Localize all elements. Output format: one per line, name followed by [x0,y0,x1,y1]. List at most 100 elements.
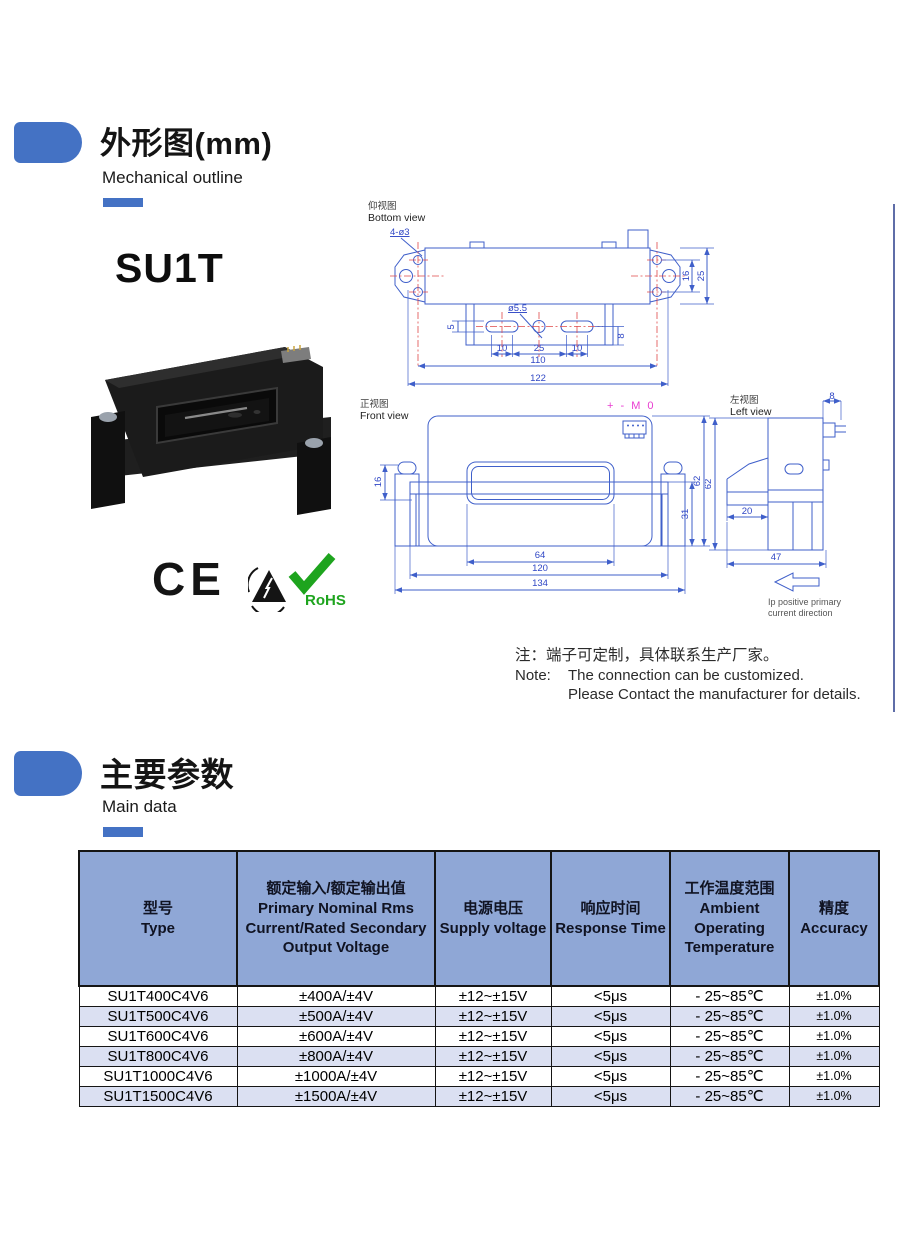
table-cell: - 25~85℃ [669,1066,790,1087]
svg-text:120: 120 [532,563,548,574]
front-view-drawing: 正视图 Front view + - M 0 1 [360,398,710,594]
table-cell: - 25~85℃ [669,1086,790,1107]
table-row: SU1T1000C4V6±1000A/±4V±12~±15V<5μs- 25~8… [78,1066,880,1087]
svg-text:25: 25 [696,271,707,282]
ce-mark: CE [152,553,226,605]
svg-text:10: 10 [572,343,583,354]
table-row: SU1T1500C4V6±1500A/±4V±12~±15V<5μs- 25~8… [78,1086,880,1107]
left-view-dimensions: 8 62 20 47 [705,392,842,568]
table-cell: ±1500A/±4V [236,1086,436,1107]
svg-text:16: 16 [681,271,692,282]
svg-text:62: 62 [692,476,703,487]
svg-text:62: 62 [705,479,714,490]
table-cell: ±12~±15V [434,1046,552,1067]
section-accent-shape-2 [14,751,82,796]
product-photo [91,345,331,515]
svg-text:5: 5 [446,324,457,329]
table-cell: SU1T1500C4V6 [78,1086,238,1107]
svg-text:134: 134 [532,578,548,589]
accent-underline [103,198,143,207]
svg-text:110: 110 [530,355,545,366]
connector-outline [622,420,647,435]
table-cell: ±1.0% [788,1086,880,1107]
current-direction-arrow [773,572,820,592]
arrow-caption-1: Ip positive primary [768,597,842,607]
sensor-render [91,345,331,515]
accent-underline-2 [103,827,143,837]
front-view-label-en: Front view [360,410,409,422]
left-view-drawing: 左视图 Left view 8 62 [705,392,846,618]
table-cell: <5μs [550,1026,671,1047]
table-cell: ±1000A/±4V [236,1066,436,1087]
table-cell: ±500A/±4V [236,1006,436,1027]
bottom-view-drawing: 仰视图 Bottom view 4-ø3 [368,200,714,387]
table-cell: <5μs [550,1006,671,1027]
section-subtitle-main-data: Main data [102,797,177,816]
table-row: SU1T400C4V6±400A/±4V±12~±15V<5μs- 25~85℃… [78,985,880,1007]
table-cell: ±12~±15V [434,1086,552,1107]
svg-text:10: 10 [497,343,508,354]
section-title-outline: 外形图(mm) [100,126,273,161]
dim-d55: ø5.5 [508,303,527,314]
table-cell: ±1.0% [788,985,880,1007]
table-row: SU1T800C4V6±800A/±4V±12~±15V<5μs- 25~85℃… [78,1046,880,1067]
bottom-view-label-en: Bottom view [368,212,426,224]
section-title-main-data: 主要参数 [100,756,234,793]
note-line1: The connection can be customized. [568,667,804,684]
drawing-frame-border [893,204,895,712]
table-cell: <5μs [550,985,671,1007]
esd-triangle-icon [248,567,286,612]
front-view-dimensions: 16 62 31 64 120 134 [373,415,710,594]
table-cell: ±12~±15V [434,1066,552,1087]
table-cell: - 25~85℃ [669,985,790,1007]
table-cell: SU1T400C4V6 [78,985,238,1007]
table-cell: <5μs [550,1046,671,1067]
note-label: Note: [515,667,551,684]
bottom-view-dimensions: 10 25 10 110 122 16 25 5 8 [407,247,714,387]
bottom-view-centerlines [390,242,686,366]
table-cell: ±12~±15V [434,1026,552,1047]
connector-pin-label: + - M 0 [607,400,656,412]
table-row: SU1T500C4V6±500A/±4V±12~±15V<5μs- 25~85℃… [78,1006,880,1027]
svg-text:64: 64 [535,550,546,561]
product-name: SU1T [115,245,224,291]
note-line2: Please Contact the manufacturer for deta… [568,686,861,703]
section-subtitle-outline: Mechanical outline [102,168,243,187]
svg-text:8: 8 [829,392,834,402]
table-cell: SU1T500C4V6 [78,1006,238,1027]
svg-text:20: 20 [742,506,753,517]
table-cell: SU1T600C4V6 [78,1026,238,1047]
table-cell: ±400A/±4V [236,985,436,1007]
svg-text:31: 31 [680,509,691,520]
table-cell: ±1.0% [788,1046,880,1067]
table-cell: <5μs [550,1066,671,1087]
table-cell: SU1T800C4V6 [78,1046,238,1067]
table-cell: ±1.0% [788,1026,880,1047]
rohs-label: RoHS [305,592,346,609]
svg-text:47: 47 [771,552,782,563]
left-view-geometry [726,417,846,551]
table-cell: - 25~85℃ [669,1046,790,1067]
svg-text:16: 16 [373,477,384,488]
svg-text:122: 122 [530,373,546,384]
table-cell: - 25~85℃ [669,1006,790,1027]
svg-text:8: 8 [616,333,627,338]
svg-text:25: 25 [534,343,545,354]
rohs-check-icon [288,553,336,595]
table-cell: ±1.0% [788,1006,880,1027]
section-accent-shape [14,122,82,163]
arrow-caption-2: current direction [768,608,833,618]
table-cell: - 25~85℃ [669,1026,790,1047]
table-cell: ±12~±15V [434,985,552,1007]
front-view-label-zh: 正视图 [360,398,389,410]
bottom-view-geometry [394,229,681,346]
